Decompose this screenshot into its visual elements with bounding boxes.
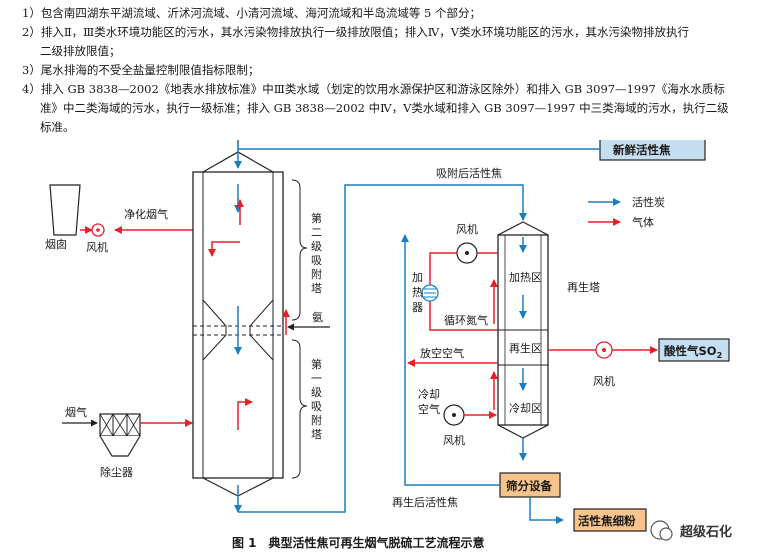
note-4: 4）排入 GB 3838—2002《地表水排放标准》中Ⅲ类水域（划定的饮用水源保… — [22, 82, 725, 96]
stage1-brace — [291, 339, 308, 479]
svg-text:吸: 吸 — [311, 254, 322, 267]
adsorbed-coke-line — [238, 184, 527, 513]
heater-icon — [421, 284, 439, 302]
ammonia-label: 氨 — [312, 311, 323, 324]
watermark-logo-icon — [650, 520, 673, 541]
flue-gas-label: 烟气 — [65, 405, 87, 419]
svg-text:器: 器 — [412, 301, 423, 314]
fan-label-cooling: 风机 — [443, 433, 465, 447]
svg-text:加: 加 — [412, 271, 423, 284]
dust-collector-label: 除尘器 — [100, 465, 133, 479]
note-4-cont: 准》中二类海域的污水，执行一级标准；排入 GB 3838—2002 中Ⅳ，Ⅴ类水… — [40, 101, 729, 115]
circ-n2-label: 循环氮气 — [444, 313, 488, 327]
svg-text:级: 级 — [311, 240, 322, 253]
stage1-label: 第 一 级 吸 附 塔 — [311, 357, 322, 441]
fan-label-left: 风机 — [86, 240, 108, 254]
clean-gas-label: 净化烟气 — [124, 207, 168, 221]
legend-gas-label: 气体 — [632, 215, 654, 229]
fan-label-acid: 风机 — [593, 374, 615, 388]
svg-text:一: 一 — [311, 372, 322, 385]
fan-icon-heater — [456, 242, 478, 264]
chimney-label: 烟囱 — [45, 237, 67, 251]
regeneration-tower — [497, 221, 549, 439]
figure-caption: 图 1 典型活性焦可再生烟气脱硫工艺流程示意 — [232, 535, 485, 550]
heater-label: 加 热 器 — [412, 271, 423, 314]
watermark-text: 超级石化 — [680, 524, 732, 540]
note-1: 1）包含南四湖东平湖流域、沂沭河流域、小清河流域、海河流域和半岛流域等 5 个部… — [22, 6, 481, 20]
svg-text:塔: 塔 — [311, 282, 322, 295]
acid-gas-label: 酸性气SO2 — [664, 344, 722, 360]
svg-text:附: 附 — [311, 267, 322, 281]
svg-text:吸: 吸 — [311, 400, 322, 413]
screening-box — [499, 472, 561, 498]
svg-text:级: 级 — [311, 386, 322, 399]
stage2-brace — [291, 179, 308, 321]
fines-line — [529, 497, 564, 524]
legend-carbon-label: 活性炭 — [632, 195, 665, 209]
cooling-zone-label: 冷却区 — [509, 402, 542, 415]
acid-gas-box — [658, 338, 730, 362]
fresh-coke-label: 新鲜活性焦 — [613, 143, 671, 157]
gas-bend-arrow-upper — [208, 241, 240, 257]
gas-bend-arrow-lower — [237, 398, 253, 430]
regen-coke-return-line — [401, 234, 500, 486]
svg-text:第: 第 — [311, 357, 322, 371]
svg-text:热: 热 — [412, 286, 423, 299]
svg-text:塔: 塔 — [311, 428, 322, 441]
svg-text:附: 附 — [311, 413, 322, 427]
notes-block: 1）包含南四湖东平湖流域、沂沭河流域、小清河流域、海河流域和半岛流域等 5 个部… — [22, 4, 762, 137]
note-4-cont2: 标准。 — [40, 120, 75, 134]
fan-icon-acid — [595, 341, 613, 359]
fines-box — [573, 508, 647, 532]
vent-air-label: 放空空气 — [420, 346, 464, 360]
note-2: 2）排入Ⅱ，Ⅲ类水环境功能区的污水，其水污染物排放执行一级排放限值；排入Ⅳ，Ⅴ类… — [22, 25, 690, 39]
stage2-label: 第 二 级 吸 附 塔 — [311, 211, 322, 295]
fan-label-heater: 风机 — [456, 222, 478, 236]
chimney-icon — [49, 184, 81, 236]
heating-zone-label: 加热区 — [509, 271, 542, 284]
note-2-cont: 二级排放限值； — [40, 44, 121, 58]
cool-air-label-2: 空气 — [418, 402, 440, 416]
fines-label: 活性焦细粉 — [578, 514, 636, 528]
regen-coke-label: 再生后活性焦 — [392, 495, 458, 509]
regen-tower-label: 再生塔 — [567, 280, 600, 294]
screening-label: 筛分设备 — [506, 479, 552, 493]
svg-text:二: 二 — [311, 226, 322, 239]
fan-icon — [91, 223, 105, 237]
adsorbed-coke-label: 吸附后活性焦 — [436, 166, 502, 180]
process-flow-diagram: 烟囱 风机 净化烟气 烟气 除尘器 氨 — [45, 140, 732, 550]
fan-icon-cooling — [443, 404, 465, 426]
svg-text:第: 第 — [311, 211, 322, 225]
dust-collector-icon — [99, 413, 141, 457]
regen-zone-label: 再生区 — [509, 341, 542, 355]
cool-air-label-1: 冷却 — [418, 388, 440, 401]
note-3: 3）尾水排海的不受全盐量控制限值指标限制； — [22, 63, 260, 77]
